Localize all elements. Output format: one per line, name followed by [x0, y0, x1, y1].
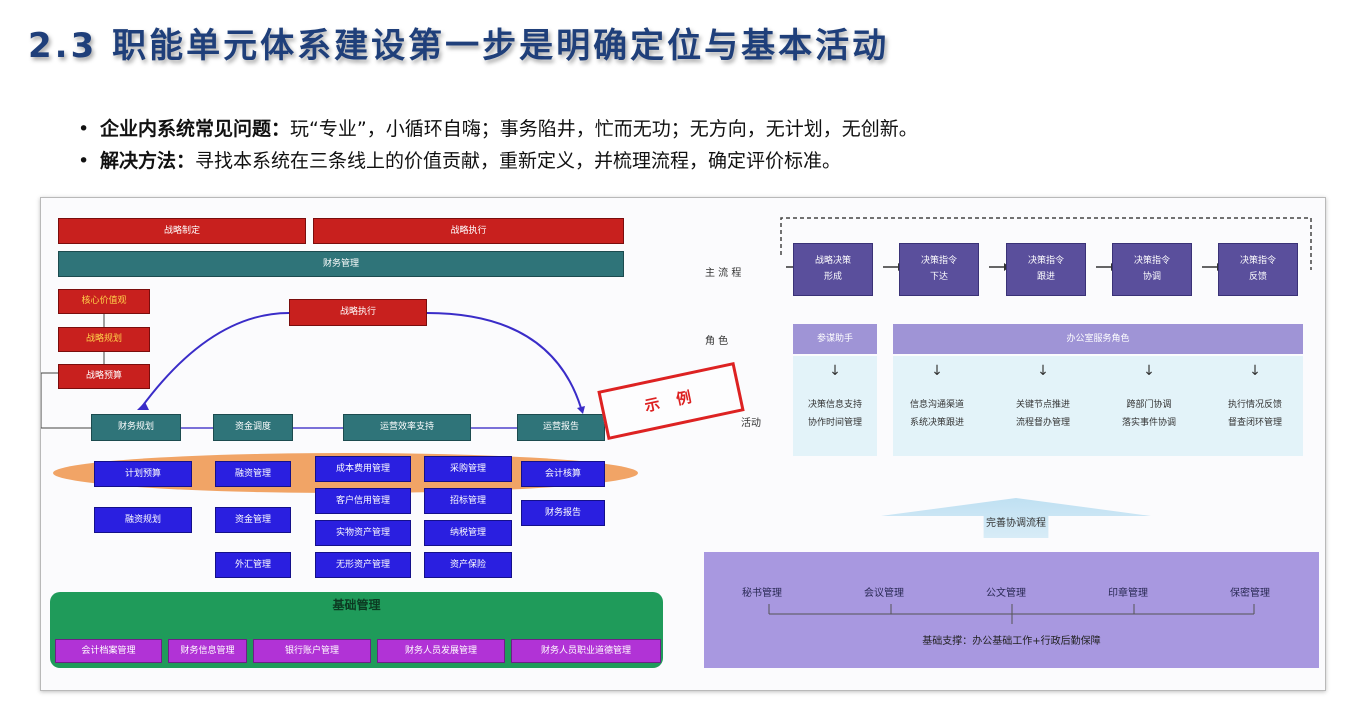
arrow-caption: 完善协调流程: [986, 518, 1046, 529]
flow-box-instruction-coordinate: 决策指令 协调: [1112, 243, 1192, 296]
box-tender-mgmt: 招标管理: [424, 488, 512, 514]
label-activity: 活动: [741, 418, 761, 429]
flow-box-line: 下达: [929, 272, 948, 282]
activity-line: 信息沟通渠道: [909, 400, 964, 410]
diagram-frame: 战略制定 战略执行 财务管理 核心价值观 战略规划 战略预算 战略执行 财务规划…: [40, 197, 1326, 691]
activity-area-left: [793, 356, 877, 456]
box-finance-planning: 财务规划: [91, 414, 181, 441]
box-intangible-asset-mgmt: 无形资产管理: [315, 552, 411, 578]
down-arrow-icon: ↓: [1249, 363, 1261, 379]
activity-line: 跨部门协调: [1126, 400, 1172, 410]
box-plan-budget: 计划预算: [94, 461, 192, 487]
bullet-list: • 企业内系统常见问题：玩“专业”，小循环自嗨；事务陷井，忙而无功；无方向，无计划…: [78, 113, 918, 177]
activity-line: 流程督办管理: [1015, 418, 1070, 428]
flow-box-instruction-issue: 决策指令 下达: [899, 243, 979, 296]
box-fund-dispatch: 资金调度: [213, 414, 293, 441]
flow-box-instruction-follow: 决策指令 跟进: [1006, 243, 1086, 296]
activity-line: 执行情况反馈: [1227, 400, 1282, 410]
box-accounting: 会计核算: [521, 461, 605, 487]
activity-line: 关键节点推进: [1015, 400, 1070, 410]
flow-box-line: 反馈: [1248, 272, 1267, 282]
box-core-values: 核心价值观: [58, 289, 150, 314]
bullet-item-problems: • 企业内系统常见问题：玩“专业”，小循环自嗨；事务陷井，忙而无功；无方向，无计划…: [78, 113, 918, 145]
support-bracket: [768, 604, 1255, 624]
flow-box-line: 形成: [823, 272, 842, 282]
box-credit-mgmt: 客户信用管理: [315, 488, 411, 514]
box-fund-mgmt: 资金管理: [215, 507, 291, 533]
box-forex-mgmt: 外汇管理: [215, 552, 291, 578]
flow-box-line: 战略决策: [814, 256, 851, 266]
box-archive-mgmt: 会计档案管理: [55, 639, 162, 663]
activity-line: 落实事件协调: [1121, 418, 1176, 428]
role-staff-assistant: 参谋助手: [793, 324, 877, 354]
box-operation-report: 运营报告: [517, 414, 605, 441]
support-item-meeting: 会议管理: [864, 588, 904, 599]
box-physical-asset-mgmt: 实物资产管理: [315, 520, 411, 546]
activity-column-1: 信息沟通渠道 系统决策跟进: [893, 396, 981, 432]
box-operation-support: 运营效率支持: [343, 414, 471, 441]
support-band: 秘书管理 会议管理 公文管理 印章管理 保密管理 基础支撑：办公基础工作+行政后…: [704, 552, 1319, 668]
activity-column-4: 执行情况反馈 督查闭环管理: [1211, 396, 1299, 432]
activity-line: 系统决策跟进: [909, 418, 964, 428]
bullet-bold-label: 解决方法：: [100, 150, 196, 172]
label-main-flow: 主 流 程: [705, 268, 742, 279]
down-arrow-icon: ↓: [829, 363, 841, 379]
down-arrow-icon: ↓: [1143, 363, 1155, 379]
support-caption: 基础支撑：办公基础工作+行政后勤保障: [922, 636, 1101, 647]
flow-box-line: 决策指令: [920, 256, 957, 266]
down-arrow-icon: ↓: [931, 363, 943, 379]
flow-box-line: 协调: [1142, 272, 1161, 282]
flow-box-line: 决策指令: [1133, 256, 1170, 266]
bullet-dot-icon: •: [78, 118, 90, 140]
box-finance-management: 财务管理: [58, 251, 624, 277]
box-cost-mgmt: 成本费用管理: [315, 456, 411, 482]
box-financial-report: 财务报告: [521, 500, 605, 526]
box-financing-plan: 融资规划: [94, 507, 192, 533]
support-item-confidential: 保密管理: [1230, 588, 1270, 599]
support-item-seal: 印章管理: [1108, 588, 1148, 599]
box-asset-insurance: 资产保险: [424, 552, 512, 578]
box-strategy-define: 战略制定: [58, 218, 306, 244]
activity-area-right: [893, 356, 1303, 456]
page-title: 2.3 职能单元体系建设第一步是明确定位与基本活动: [28, 26, 890, 66]
box-strategy-execute: 战略执行: [313, 218, 624, 244]
bullet-item-solution: • 解决方法：寻找本系统在三条线上的价值贡献，重新定义，并梳理流程，确定评价标准。: [78, 145, 918, 177]
activity-line: 督查闭环管理: [1227, 418, 1282, 428]
flow-box-line: 跟进: [1036, 272, 1055, 282]
support-item-document: 公文管理: [986, 588, 1026, 599]
box-tax-mgmt: 纳税管理: [424, 520, 512, 546]
box-staff-ethics: 财务人员职业道德管理: [511, 639, 661, 663]
box-info-mgmt: 财务信息管理: [168, 639, 247, 663]
flow-box-line: 决策指令: [1027, 256, 1064, 266]
connector-lines: [41, 312, 585, 429]
box-bank-account-mgmt: 银行账户管理: [253, 639, 371, 663]
down-arrow-icon: ↓: [1037, 363, 1049, 379]
box-strategy-execution-center: 战略执行: [289, 299, 427, 326]
activity-line: 协作时间管理: [807, 418, 862, 428]
bullet-text: 玩“专业”，小循环自嗨；事务陷井，忙而无功；无方向，无计划，无创新。: [290, 118, 918, 140]
activity-column-0: 决策信息支持 协作时间管理: [793, 396, 877, 432]
box-financing-mgmt: 融资管理: [215, 461, 291, 487]
box-strategy-budget: 战略预算: [58, 364, 150, 389]
flow-box-instruction-feedback: 决策指令 反馈: [1218, 243, 1298, 296]
activity-column-2: 关键节点推进 流程督办管理: [999, 396, 1087, 432]
label-role: 角 色: [705, 336, 729, 347]
base-management-title: 基础管理: [332, 598, 381, 612]
box-staff-development: 财务人员发展管理: [377, 639, 505, 663]
role-office-service: 办公室服务角色: [893, 324, 1303, 354]
bullet-bold-label: 企业内系统常见问题：: [100, 118, 291, 140]
support-item-secretary: 秘书管理: [742, 588, 782, 599]
flow-box-decision-form: 战略决策 形成: [793, 243, 873, 296]
bullet-text: 寻找本系统在三条线上的价值贡献，重新定义，并梳理流程，确定评价标准。: [195, 150, 842, 172]
box-procurement-mgmt: 采购管理: [424, 456, 512, 482]
bullet-dot-icon: •: [78, 150, 90, 172]
box-strategy-planning: 战略规划: [58, 327, 150, 352]
flow-box-line: 决策指令: [1239, 256, 1276, 266]
activity-column-3: 跨部门协调 落实事件协调: [1105, 396, 1193, 432]
activity-line: 决策信息支持: [807, 400, 862, 410]
